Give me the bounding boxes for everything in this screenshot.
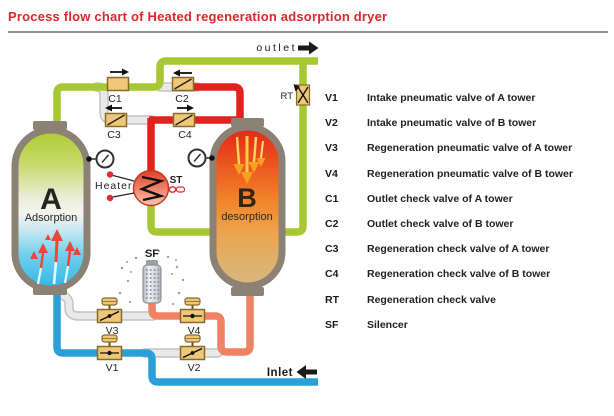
v4-label: V4 xyxy=(188,325,201,337)
v2-label: V2 xyxy=(188,362,201,374)
outlet-label: outlet xyxy=(256,42,297,54)
gauge-a xyxy=(86,149,115,169)
pipe-inlet-blue xyxy=(53,288,318,386)
c4-label: C4 xyxy=(178,129,192,141)
v1-label: V1 xyxy=(106,362,119,374)
tower-b-flow-arrows xyxy=(233,136,266,184)
c3-flow-arrow-icon xyxy=(105,104,112,112)
st-label: ST xyxy=(170,175,183,186)
c4-flow-arrow-icon xyxy=(187,104,194,112)
title-underline xyxy=(8,31,608,33)
rt-valve: RT xyxy=(281,84,311,106)
c1-flow-arrow-icon xyxy=(122,68,129,76)
heater: Heater ST xyxy=(95,169,186,207)
heater-label: Heater xyxy=(95,180,133,192)
c1-label: C1 xyxy=(108,93,122,105)
outlet-marker: outlet xyxy=(256,41,319,55)
tower-a-caption: Adsorption xyxy=(25,212,78,224)
heater-element-icon xyxy=(138,175,166,202)
tower-b-caption: desorption xyxy=(221,211,272,223)
gauge-b-needle xyxy=(193,153,202,162)
check-valve-c1: C1 xyxy=(106,68,130,105)
st-sensor-icon xyxy=(168,186,186,193)
check-valve-c2: C2 xyxy=(171,69,195,105)
silencer-spray-dots xyxy=(118,249,185,306)
check-valve-c4: C4 xyxy=(172,104,196,141)
tower-b-bottom-tab xyxy=(231,287,264,296)
c3-label: C3 xyxy=(107,129,121,141)
pneumatic-valve-v2: V2 xyxy=(179,334,206,374)
pipe-purge-orange xyxy=(148,291,254,356)
v3-label: V3 xyxy=(106,325,119,337)
inlet-arrow-icon xyxy=(296,365,306,379)
rt-label: RT xyxy=(281,91,294,102)
c2-flow-arrow-icon xyxy=(173,69,180,77)
tower-a: A Adsorption xyxy=(11,121,91,295)
sf-label: SF xyxy=(145,248,159,260)
inlet-label: Inlet xyxy=(267,367,293,379)
gauge-b xyxy=(187,148,215,168)
tower-b-vessel xyxy=(209,123,286,290)
tower-a-letter: A xyxy=(40,183,62,216)
pneumatic-valve-v3: V3 xyxy=(96,297,123,337)
page-title: Process flow chart of Heated regeneratio… xyxy=(8,9,388,24)
inlet-marker: Inlet xyxy=(267,365,317,379)
tower-b-letter: B xyxy=(237,183,257,213)
heater-body xyxy=(132,169,170,207)
rt-arrow-icon xyxy=(293,84,300,92)
pneumatic-valve-v4: V4 xyxy=(179,297,206,337)
outlet-arrow-icon xyxy=(309,41,319,55)
tower-a-flow-arrows xyxy=(30,229,81,285)
pneumatic-valve-v1: V1 xyxy=(96,334,123,374)
tower-b: B desorption xyxy=(209,118,286,296)
c2-label: C2 xyxy=(175,93,189,105)
gauge-a-needle xyxy=(101,154,110,163)
check-valve-c3: C3 xyxy=(104,104,128,141)
silencer: SF xyxy=(118,248,185,306)
